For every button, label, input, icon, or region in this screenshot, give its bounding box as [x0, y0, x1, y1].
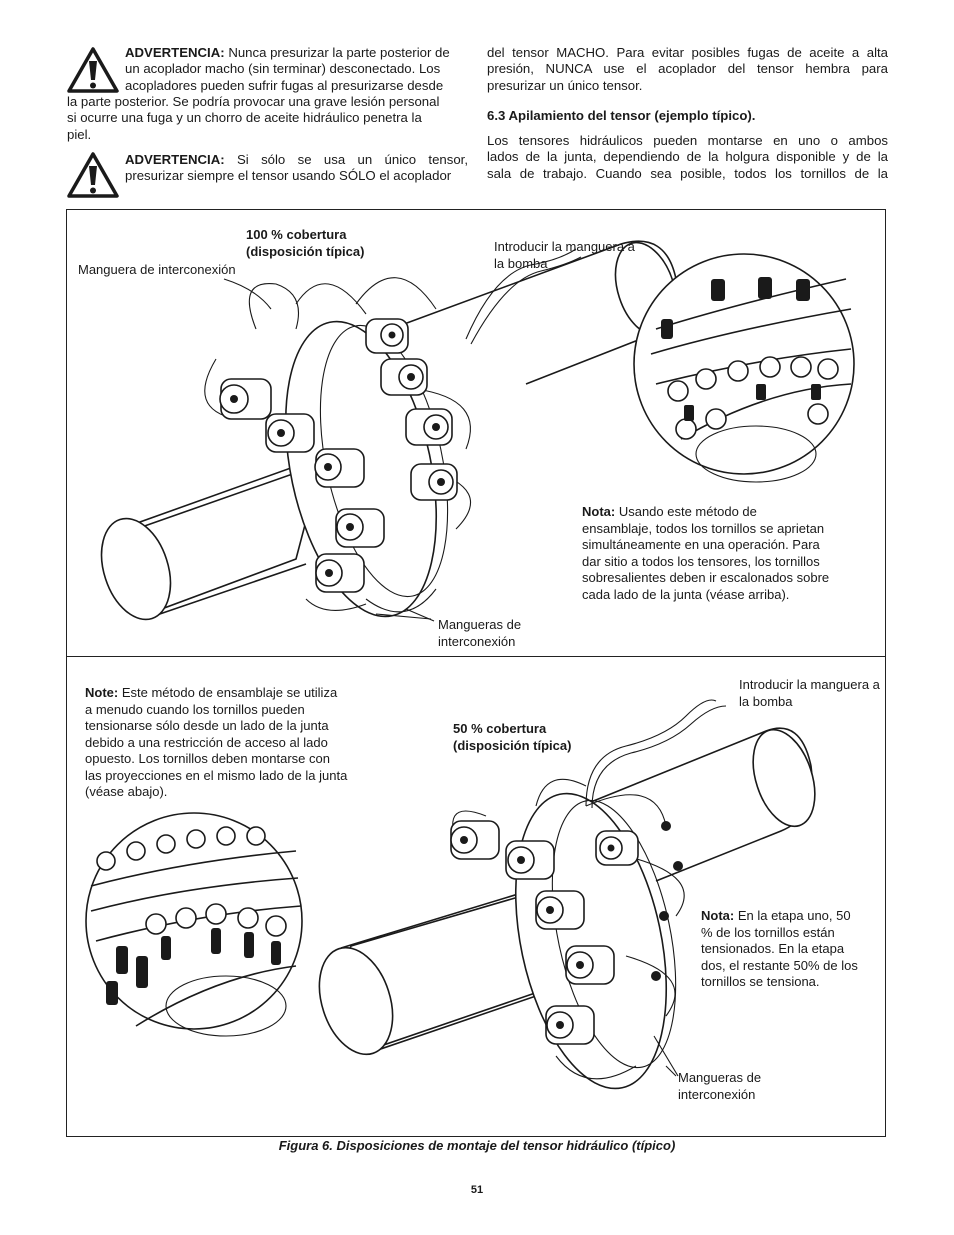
note-text: dos, el restante 50% de los — [701, 957, 858, 973]
note-label: Nota: — [701, 908, 735, 923]
note-bottom-left: Note: Este método de ensamblaje se utili… — [85, 685, 385, 801]
figure-caption: Figura 6. Disposiciones de montaje del t… — [278, 1138, 676, 1153]
note-text: debido a una restricción de acceso al la… — [85, 734, 328, 750]
warning-1: ADVERTENCIA: Nunca presurizar la parte p… — [125, 45, 468, 94]
right-column-text: del tensor MACHO. Para evitar posibles f… — [487, 45, 888, 94]
warning-label: ADVERTENCIA: — [125, 45, 225, 60]
warning-text: Nunca presurizar la parte posterior de — [228, 45, 450, 60]
figure-bottom-title: 50 % cobertura (disposición típica) — [453, 721, 571, 754]
warning-text: si ocurre una fuga y un chorro de aceite… — [67, 110, 422, 126]
label-line: Introducir la manguera a — [739, 677, 880, 692]
warning-triangle-icon — [67, 47, 119, 93]
warning-1-continued: la parte posterior. Se podría provocar u… — [67, 94, 468, 143]
title-line: (disposición típica) — [453, 737, 572, 753]
warning-label: ADVERTENCIA: — [125, 152, 225, 167]
label-interconnect-hose: Manguera de interconexión — [78, 262, 236, 277]
note-text: tensionados. En la etapa — [701, 941, 845, 956]
note-text: (véase abajo). — [85, 784, 168, 799]
body-line: sala de trabajo. Cuando sea posible, tod… — [487, 165, 888, 181]
label-interconnect-hoses: Mangueras de interconexión — [678, 1070, 761, 1103]
note-text: sobresalientes deben ir escalonados sobr… — [582, 570, 830, 585]
label-line: Mangueras de — [438, 617, 522, 632]
label-line: Mangueras de — [678, 1070, 762, 1085]
tensor-assembly-100-illustration — [100, 240, 855, 622]
note-text: tensionarse sólo desde un lado de la jun… — [85, 718, 329, 733]
label-line: interconexión — [438, 633, 516, 649]
note-text: tornillos se tensiona. — [701, 974, 820, 989]
warning-text: Si sólo se usa un único tensor, — [237, 152, 468, 167]
note-text: ensamblaje, todos los tornillos se aprie… — [582, 520, 825, 536]
warning-text: presurizar siempre el tensor usando SÓLO… — [125, 168, 452, 184]
note-text: Este método de ensamblaje se utiliza — [118, 685, 338, 700]
title-line: 50 % cobertura — [453, 721, 547, 736]
note-top: Nota: Usando este método de ensamblaje, … — [582, 504, 872, 603]
label-hose-to-pump: Introducir la manguera a la bomba — [739, 677, 880, 710]
note-bottom-right: Nota: En la etapa uno, 50 % de los torni… — [701, 908, 881, 991]
note-text: simultáneamente en una operación. Para — [582, 537, 820, 552]
body-line: del tensor MACHO. Para evitar posibles f… — [487, 45, 888, 60]
note-text: % de los tornillos están — [701, 924, 835, 940]
note-text: a menudo cuando los tornillos pueden — [85, 701, 305, 717]
figure-top-title: 100 % cobertura (disposición típica) — [246, 227, 364, 260]
warning-text: la parte posterior. Se podría provocar u… — [67, 94, 440, 109]
label-line: la bomba — [739, 693, 793, 709]
note-text: dar sitio a todos los tensores, los torn… — [582, 553, 820, 569]
label-line: interconexión — [678, 1086, 756, 1102]
body-line: lados de la junta, dependiendo de la hol… — [487, 149, 888, 165]
body-line: presión, NUNCA use el acoplador del tens… — [487, 61, 888, 77]
tensor-assembly-50-illustration — [85, 699, 816, 1090]
label-line: la bomba — [494, 255, 548, 271]
page-number: 51 — [470, 1184, 484, 1196]
note-text: cada lado de la junta (véase arriba). — [582, 586, 790, 602]
note-text: Usando este método de — [615, 504, 757, 519]
note-text: opuesto. Los tornillos deben montarse co… — [85, 751, 330, 766]
label-hose-to-pump: Introducir la manguera a la bomba — [494, 239, 635, 272]
section-text: Los tensores hidráulicos pueden montarse… — [487, 133, 888, 182]
warning-text: piel. — [67, 126, 92, 142]
flange-detail-inset — [85, 812, 303, 1037]
tensor-unit — [219, 378, 272, 420]
note-text: En la etapa uno, 50 — [734, 908, 851, 923]
title-line: 100 % cobertura — [246, 227, 347, 242]
label-line: Introducir la manguera a — [494, 239, 635, 254]
note-label: Note: — [85, 685, 119, 700]
warning-text: un acoplador macho (sin terminar) descon… — [125, 61, 441, 77]
warning-triangle-icon — [67, 152, 119, 198]
body-line: presurizar un único tensor. — [487, 77, 643, 93]
note-text: las proyecciones en el mismo lado de la … — [85, 767, 348, 783]
figure-bottom-panel — [66, 656, 886, 1137]
title-line: (disposición típica) — [246, 243, 365, 259]
section-heading: 6.3 Apilamiento del tensor (ejemplo típi… — [487, 108, 756, 123]
warning-text: acopladores pueden sufrir fugas al presu… — [125, 77, 444, 93]
note-label: Nota: — [582, 504, 616, 519]
body-line: Los tensores hidráulicos pueden montarse… — [487, 133, 888, 148]
flange-detail-inset — [633, 253, 855, 483]
warning-2: ADVERTENCIA: Si sólo se usa un único ten… — [125, 152, 468, 185]
label-interconnect-hoses: Mangueras de interconexión — [438, 617, 521, 650]
